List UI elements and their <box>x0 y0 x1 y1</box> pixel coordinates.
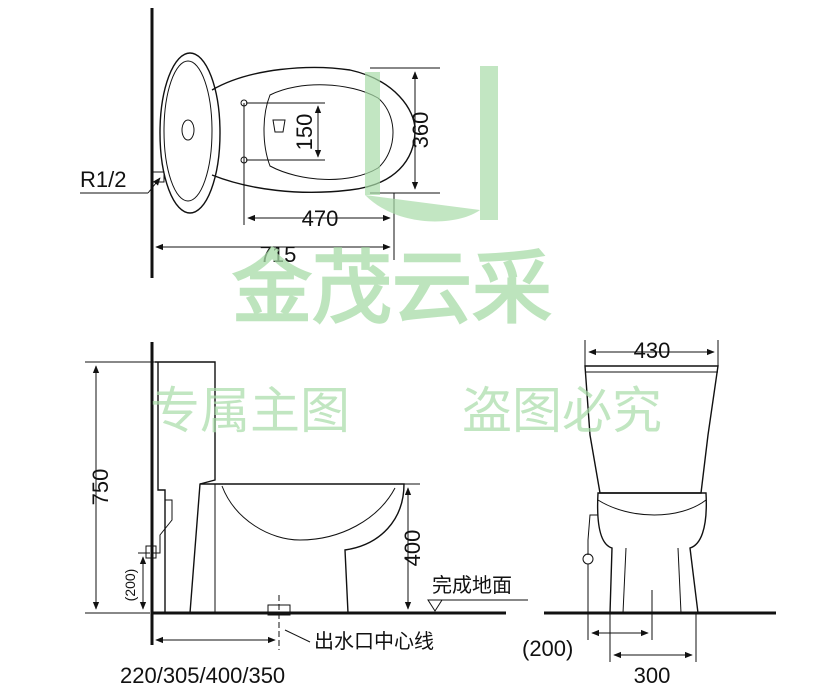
watermark-logo-icon <box>365 66 498 222</box>
dim-base-width: 300 <box>634 663 671 688</box>
dim-total-length: 715 <box>260 242 297 267</box>
floor-level-icon <box>427 599 443 612</box>
side-supply-pipe <box>152 499 173 554</box>
watermark-notice-left: 专属主图 <box>150 382 350 440</box>
front-pedestal-right <box>677 547 682 614</box>
dim-height: 750 <box>88 469 113 506</box>
dim-inlet-height: (200) <box>122 569 138 602</box>
dim-tank-width: 430 <box>634 338 671 363</box>
outlet-label: 出水口中心线 <box>314 629 434 653</box>
front-bowl-rim <box>597 499 707 516</box>
front-pedestal-left <box>622 547 627 614</box>
inlet-leader-arrow <box>147 177 161 194</box>
tank-outline <box>159 52 221 214</box>
front-view: 430 (200) 300 <box>522 338 776 688</box>
side-valve-icon <box>145 545 157 559</box>
watermark-notice-right: 盗图必究 <box>462 382 662 440</box>
drain-hole <box>272 119 286 133</box>
side-bowl-inner <box>221 485 396 541</box>
dim-inlet-offset: (200) <box>522 636 573 661</box>
rough-in-options: 220/305/400/350 <box>120 663 285 688</box>
front-valve-icon <box>582 553 594 565</box>
inlet-label: R1/2 <box>80 167 126 192</box>
floor-label: 完成地面 <box>432 573 512 597</box>
side-view: 750 (200) 400 完成地面 出水口中心线 220/305/400/35… <box>85 342 528 688</box>
front-bowl-outline <box>596 492 708 614</box>
top-view: R1/2 360 150 470 715 <box>80 8 440 278</box>
dim-bolt-spacing: 150 <box>292 114 317 151</box>
watermark-brand: 金茂云采 <box>231 242 552 335</box>
outlet-leader <box>284 629 311 643</box>
tank-inner-outline <box>163 60 213 202</box>
flush-button-icon <box>181 119 195 141</box>
side-bowl-outline <box>200 483 405 614</box>
side-tank-back <box>157 362 166 613</box>
front-supply-pipe <box>587 514 598 555</box>
dim-seat-width: 360 <box>408 112 433 149</box>
watermark: 金茂云采 专属主图 盗图必究 <box>150 66 662 440</box>
dim-seat-height: 400 <box>400 530 425 567</box>
dim-bowl-length: 470 <box>302 206 339 231</box>
